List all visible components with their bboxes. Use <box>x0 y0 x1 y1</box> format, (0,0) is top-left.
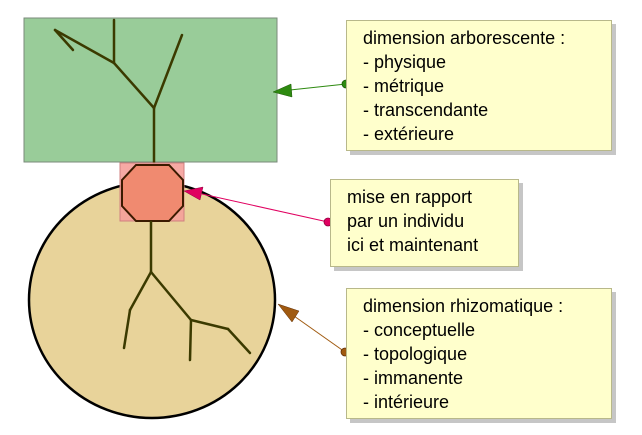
tree-callout-item: - physique <box>363 52 447 72</box>
tree-callout-heading: dimension arborescente : <box>363 28 566 48</box>
connector-callout-line: par un individu <box>347 211 465 231</box>
tree-callout-item: - métrique <box>363 76 445 96</box>
connector-callout: mise en rapport par un individu ici et m… <box>330 179 519 267</box>
tree-branches <box>53 18 184 167</box>
rhizome-callout: dimension rhizomatique : - conceptuelle … <box>346 288 612 419</box>
rhizome-callout-item: - immanente <box>363 368 464 388</box>
connector-callout-line: mise en rapport <box>347 187 473 207</box>
connector-callout-line: ici et maintenant <box>347 235 479 255</box>
rhizome-callout-item: - topologique <box>363 344 468 364</box>
rhizome-arrow <box>277 303 350 357</box>
tree-callout-item: - transcendante <box>363 100 489 120</box>
tree-box <box>23 17 278 163</box>
tree-callout: dimension arborescente : - physique - mé… <box>346 20 612 151</box>
rhizome-callout-item: - intérieure <box>363 392 450 412</box>
rhizome-callout-item: - conceptuelle <box>363 320 476 340</box>
connector-octagon <box>121 164 184 222</box>
tree-callout-item: - extérieure <box>363 124 455 144</box>
rhizome-callout-heading: dimension rhizomatique : <box>363 296 564 316</box>
rhizome-branches <box>122 220 252 362</box>
tree-arrow <box>272 79 351 98</box>
